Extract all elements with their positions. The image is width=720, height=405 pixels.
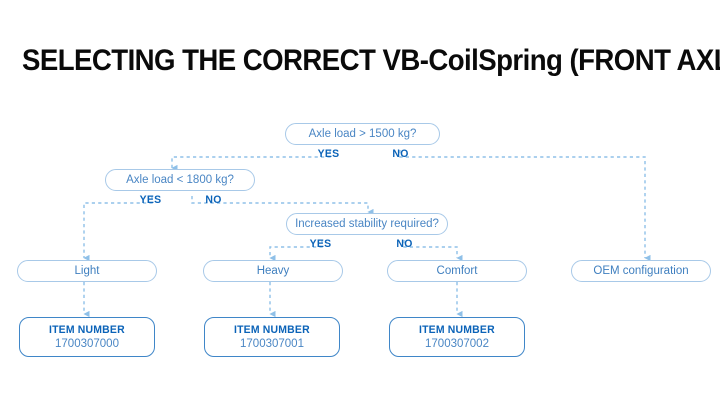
outcome-label: Heavy [256, 264, 290, 277]
decision-node-axle-load-1500[interactable]: Axle load > 1500 kg? [285, 123, 440, 145]
outcome-node-light[interactable]: Light [17, 260, 157, 282]
decision-node-increased-stability[interactable]: Increased stability required? [286, 213, 448, 235]
item-number-title: ITEM NUMBER [419, 323, 495, 336]
wire-d3-yes [269, 240, 323, 262]
item-number-box-light[interactable]: ITEM NUMBER 1700307000 [19, 317, 155, 357]
wire-d1-no [399, 150, 651, 262]
item-number-value: 1700307001 [240, 337, 304, 350]
item-number-value: 1700307002 [425, 337, 489, 350]
branch-label-d2-no: NO [205, 194, 222, 206]
branch-label-d2-yes: YES [139, 194, 162, 206]
page-title: SELECTING THE CORRECT VB-CoilSpring (FRO… [22, 44, 720, 77]
item-number-title: ITEM NUMBER [234, 323, 310, 336]
decision-label: Increased stability required? [295, 217, 439, 230]
outcome-node-heavy[interactable]: Heavy [203, 260, 343, 282]
wire-d2-yes [83, 196, 153, 262]
branch-label-d1-no: NO [392, 148, 409, 160]
outcome-label: Light [74, 264, 100, 277]
branch-label-d3-yes: YES [309, 238, 332, 250]
item-number-box-comfort[interactable]: ITEM NUMBER 1700307002 [389, 317, 525, 357]
wire-d1-yes [171, 150, 331, 172]
item-number-box-heavy[interactable]: ITEM NUMBER 1700307001 [204, 317, 340, 357]
outcome-label: OEM configuration [593, 264, 689, 277]
item-number-title: ITEM NUMBER [49, 323, 125, 336]
wire-d3-no [403, 240, 463, 262]
decision-label: Axle load < 1800 kg? [126, 173, 234, 186]
outcome-node-oem-configuration[interactable]: OEM configuration [571, 260, 711, 282]
branch-label-d1-yes: YES [317, 148, 340, 160]
outcome-node-comfort[interactable]: Comfort [387, 260, 527, 282]
outcome-label: Comfort [436, 264, 478, 277]
wire-d2-no [191, 196, 374, 216]
decision-node-axle-load-1800[interactable]: Axle load < 1800 kg? [105, 169, 255, 191]
branch-label-d3-no: NO [396, 238, 413, 250]
decision-label: Axle load > 1500 kg? [308, 127, 417, 140]
item-number-value: 1700307000 [55, 337, 119, 350]
